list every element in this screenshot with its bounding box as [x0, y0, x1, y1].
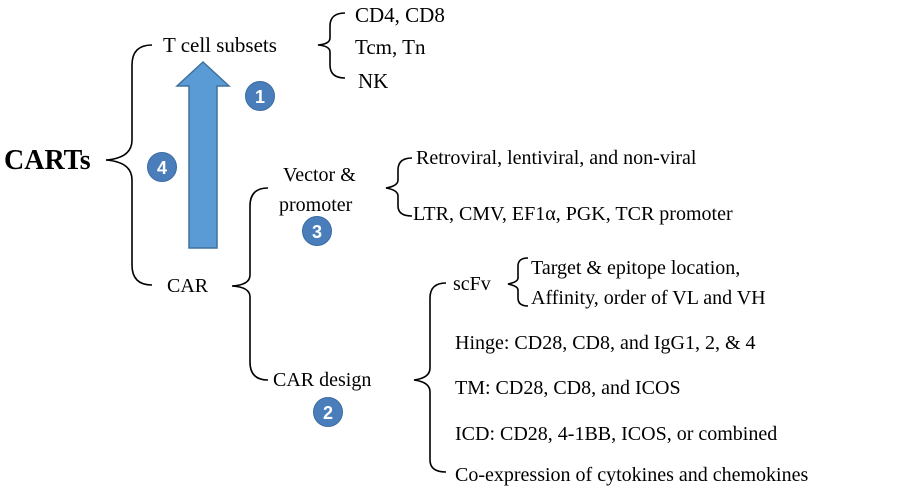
vector-item-promoters: LTR, CMV, EF1α, PGK, TCR promoter	[413, 203, 733, 225]
vector-item-viral: Retroviral, lentiviral, and non-viral	[416, 147, 697, 169]
car-design-item-tm: TM: CD28, CD8, and ICOS	[455, 377, 681, 399]
scfv-label: scFv	[453, 273, 491, 295]
tcell-subsets-label: T cell subsets	[163, 33, 277, 57]
tcell-bracket	[317, 12, 346, 79]
scfv-bracket	[507, 257, 529, 307]
badge-4: 4	[147, 152, 177, 182]
car-design-item-coexpression: Co-expression of cytokines and chemokine…	[455, 464, 809, 486]
car-design-label: CAR design	[273, 369, 372, 391]
tcell-item-nk: NK	[358, 69, 389, 93]
tcell-item-cd4-cd8: CD4, CD8	[355, 3, 445, 27]
car-design-bracket	[413, 282, 447, 473]
root-bracket	[105, 44, 153, 286]
upward-arrow	[175, 60, 231, 249]
vector-bracket	[385, 157, 413, 217]
badge-1: 1	[245, 81, 275, 111]
tcell-item-tcm-tn: Tcm, Tn	[355, 35, 426, 59]
scfv-item-target: Target & epitope location,	[531, 257, 741, 279]
car-label: CAR	[167, 275, 209, 297]
badge-3: 3	[302, 216, 332, 246]
car-design-item-icd: ICD: CD28, 4-1BB, ICOS, or combined	[455, 423, 778, 445]
car-design-item-hinge: Hinge: CD28, CD8, and IgG1, 2, & 4	[455, 332, 756, 354]
vector-label-line1: Vector &	[283, 164, 356, 186]
scfv-item-affinity: Affinity, order of VL and VH	[531, 287, 766, 309]
car-bracket	[231, 187, 269, 381]
root-label: CARTs	[4, 145, 91, 176]
vector-label-line2: promoter	[279, 194, 353, 216]
badge-2: 2	[313, 397, 343, 427]
